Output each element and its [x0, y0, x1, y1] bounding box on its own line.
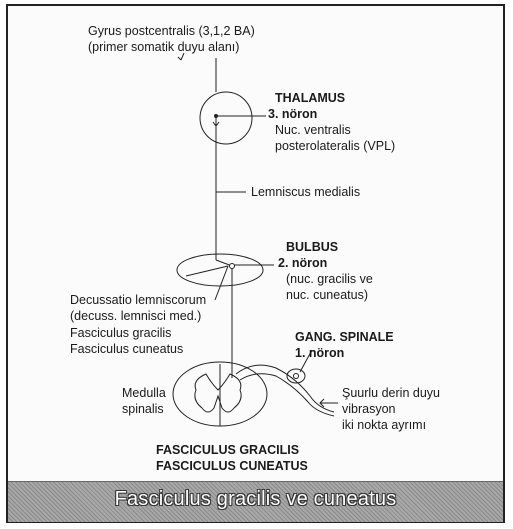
thalamus-circle	[199, 91, 253, 145]
sensation-label-2: vibrasyon	[342, 402, 396, 416]
sensation-label-3: iki nokta ayrımı	[342, 418, 427, 432]
ganglion-cell	[293, 373, 299, 379]
grey-matter	[194, 373, 242, 413]
thalamus-title: THALAMUS	[275, 91, 346, 105]
ganglion-pointer	[299, 349, 313, 373]
decussatio-sublabel: (decuss. lemnisci med.)	[70, 309, 202, 323]
bulbus-neuron-dot	[229, 263, 235, 269]
medulla-label: Medulla	[122, 386, 166, 400]
figure-caption: Fasciculus gracilis ve cuneatus	[114, 488, 397, 510]
bulbus-title: BULBUS	[286, 240, 339, 254]
gyrus-sublabel: (primer somatik duyu alanı)	[88, 40, 240, 54]
figure-frame	[6, 4, 505, 523]
sensation-label-1: Şuurlu derin duyu	[342, 386, 440, 400]
spinal-ganglion	[286, 368, 306, 384]
fasciculus-cuneatus-label: Fasciculus cuneatus	[70, 342, 184, 356]
medulla-sublabel: spinalis	[122, 402, 164, 416]
thalamus-neuron-dot	[214, 114, 218, 118]
bulbus-nucleus-line1: (nuc. gracilis ve	[286, 272, 373, 286]
bottom-title-gracilis: FASCICULUS GRACILIS	[156, 443, 300, 457]
lemniscus-label: Lemniscus medialis	[251, 185, 361, 199]
thalamus-nucleus-line2: posterolateralis (VPL)	[275, 139, 396, 153]
sensation-arrow	[319, 398, 338, 408]
dorsal-root	[235, 364, 335, 417]
gyrus-label: Gyrus postcentralis (3,1,2 BA)	[88, 24, 255, 38]
thalamus-neuron-label: 3. nöron	[268, 107, 318, 121]
thalamus-nucleus-line1: Nuc. ventralis	[275, 123, 351, 137]
bulbus-nucleus-line2: nuc. cuneatus)	[286, 288, 368, 302]
bulbus-neuron-label: 2. nöron	[278, 256, 328, 270]
cortex-pointer	[177, 52, 185, 61]
caption-bar: Fasciculus gracilis ve cuneatus	[8, 481, 503, 522]
bottom-title-cuneatus: FASCICULUS CUNEATUS	[156, 459, 308, 473]
ganglion-title: GANG. SPINALE	[295, 330, 394, 344]
thalamus-fork	[212, 121, 220, 127]
fasciculus-gracilis-label: Fasciculus gracilis	[70, 326, 172, 340]
decussatio-label: Decussatio lemniscorum	[70, 293, 207, 307]
bulbus-ellipse	[176, 253, 264, 287]
ganglion-neuron-label: 1. nöron	[295, 346, 345, 360]
